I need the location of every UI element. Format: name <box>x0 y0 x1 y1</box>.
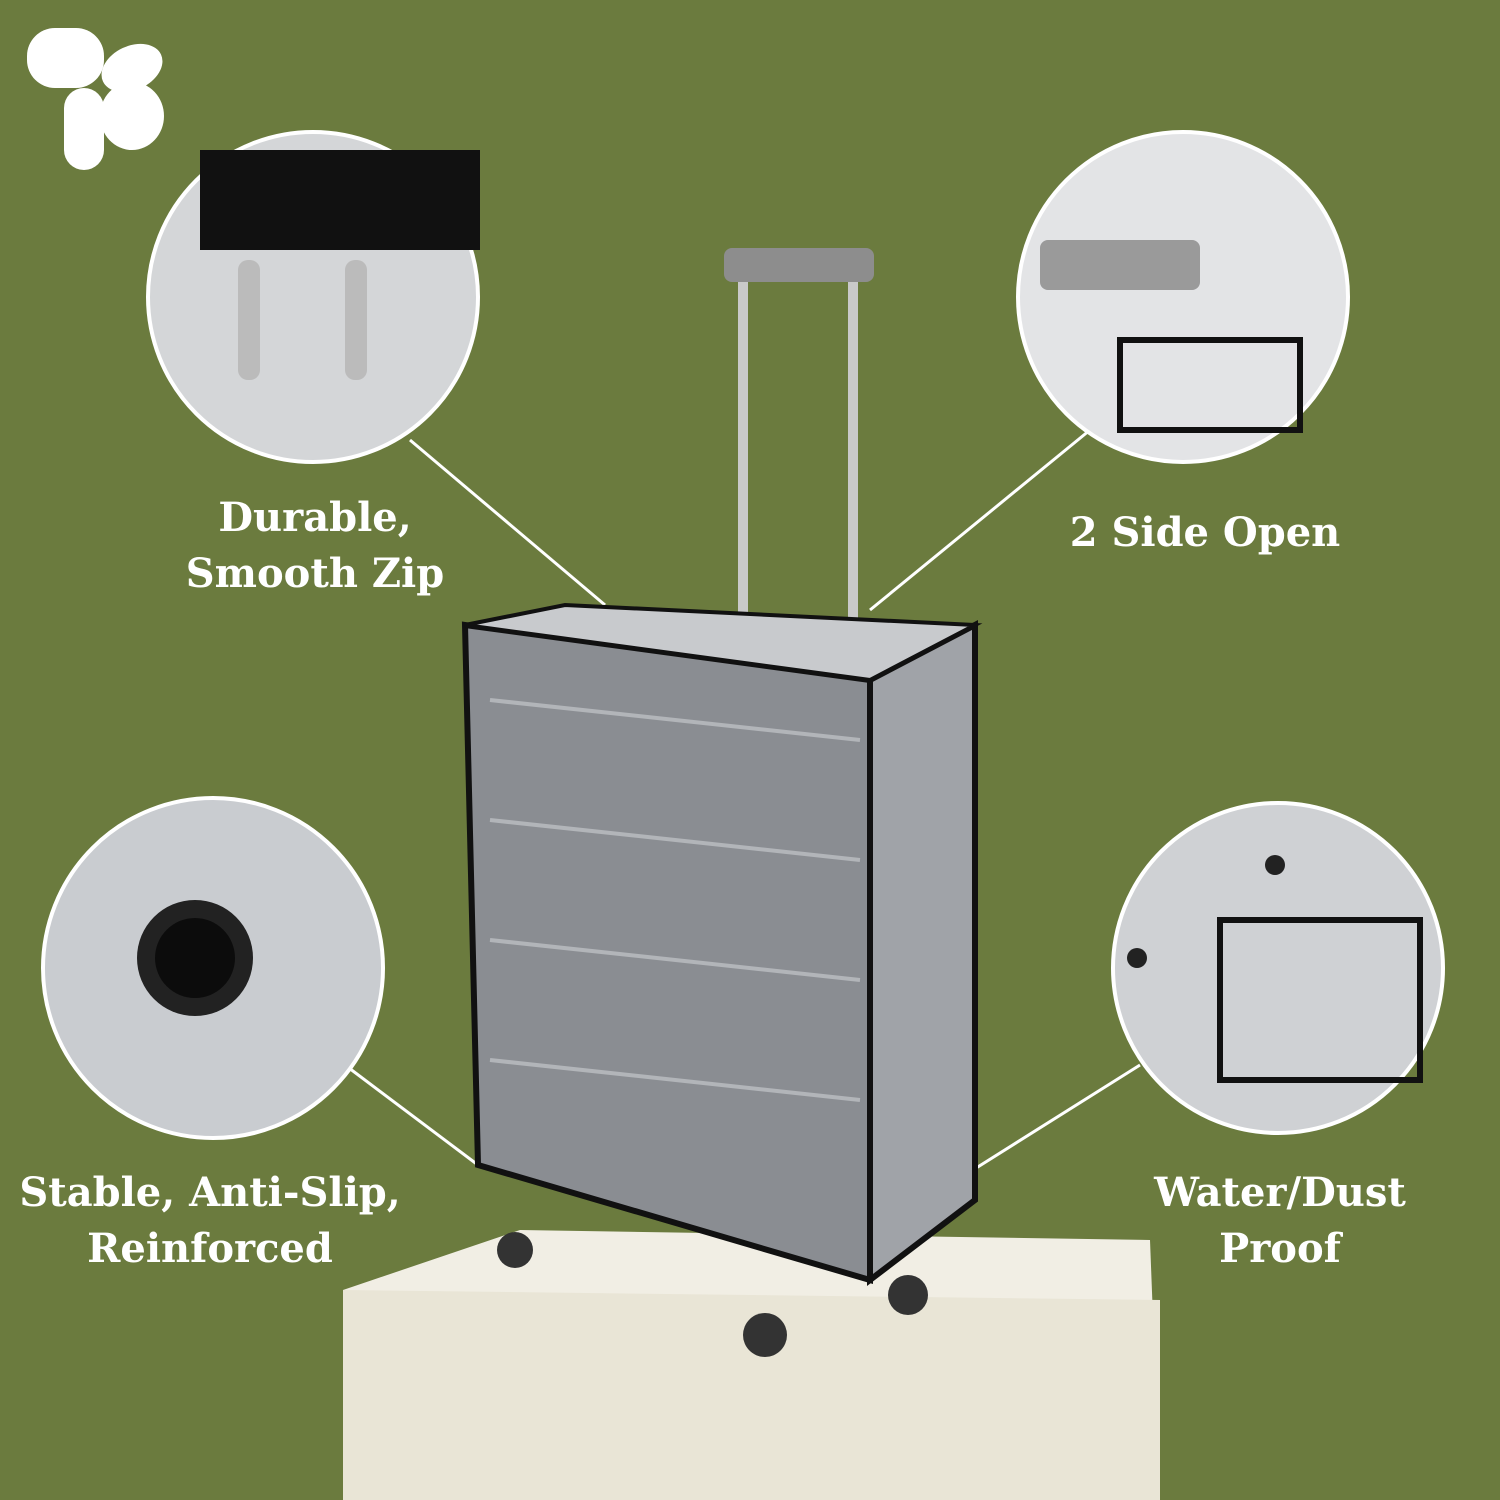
detail-waterproof-circle <box>1111 801 1445 1135</box>
feature-line: Water/Dust <box>1154 1169 1406 1216</box>
clover-logo-icon <box>27 28 164 170</box>
connector-lines <box>344 428 1141 1177</box>
detail-zip-circle <box>146 130 480 464</box>
feature-label-side-open: 2 Side Open <box>1040 505 1370 561</box>
feature-label-waterproof: Water/Dust Proof <box>1110 1165 1450 1277</box>
feature-line: Durable, <box>218 494 412 541</box>
feature-line: Stable, Anti-Slip, <box>19 1169 401 1216</box>
feature-line: Reinforced <box>87 1225 333 1272</box>
feature-line: Smooth Zip <box>185 550 445 597</box>
suitcase <box>461 248 983 1357</box>
feature-label-anti-slip: Stable, Anti-Slip, Reinforced <box>0 1165 420 1277</box>
feature-line: 2 Side Open <box>1069 509 1341 556</box>
detail-anti-slip-circle <box>41 796 385 1140</box>
pedestal <box>343 1230 1160 1500</box>
feature-label-zip: Durable, Smooth Zip <box>150 490 480 602</box>
detail-side-open-circle <box>1016 130 1350 464</box>
feature-line: Proof <box>1219 1225 1341 1272</box>
